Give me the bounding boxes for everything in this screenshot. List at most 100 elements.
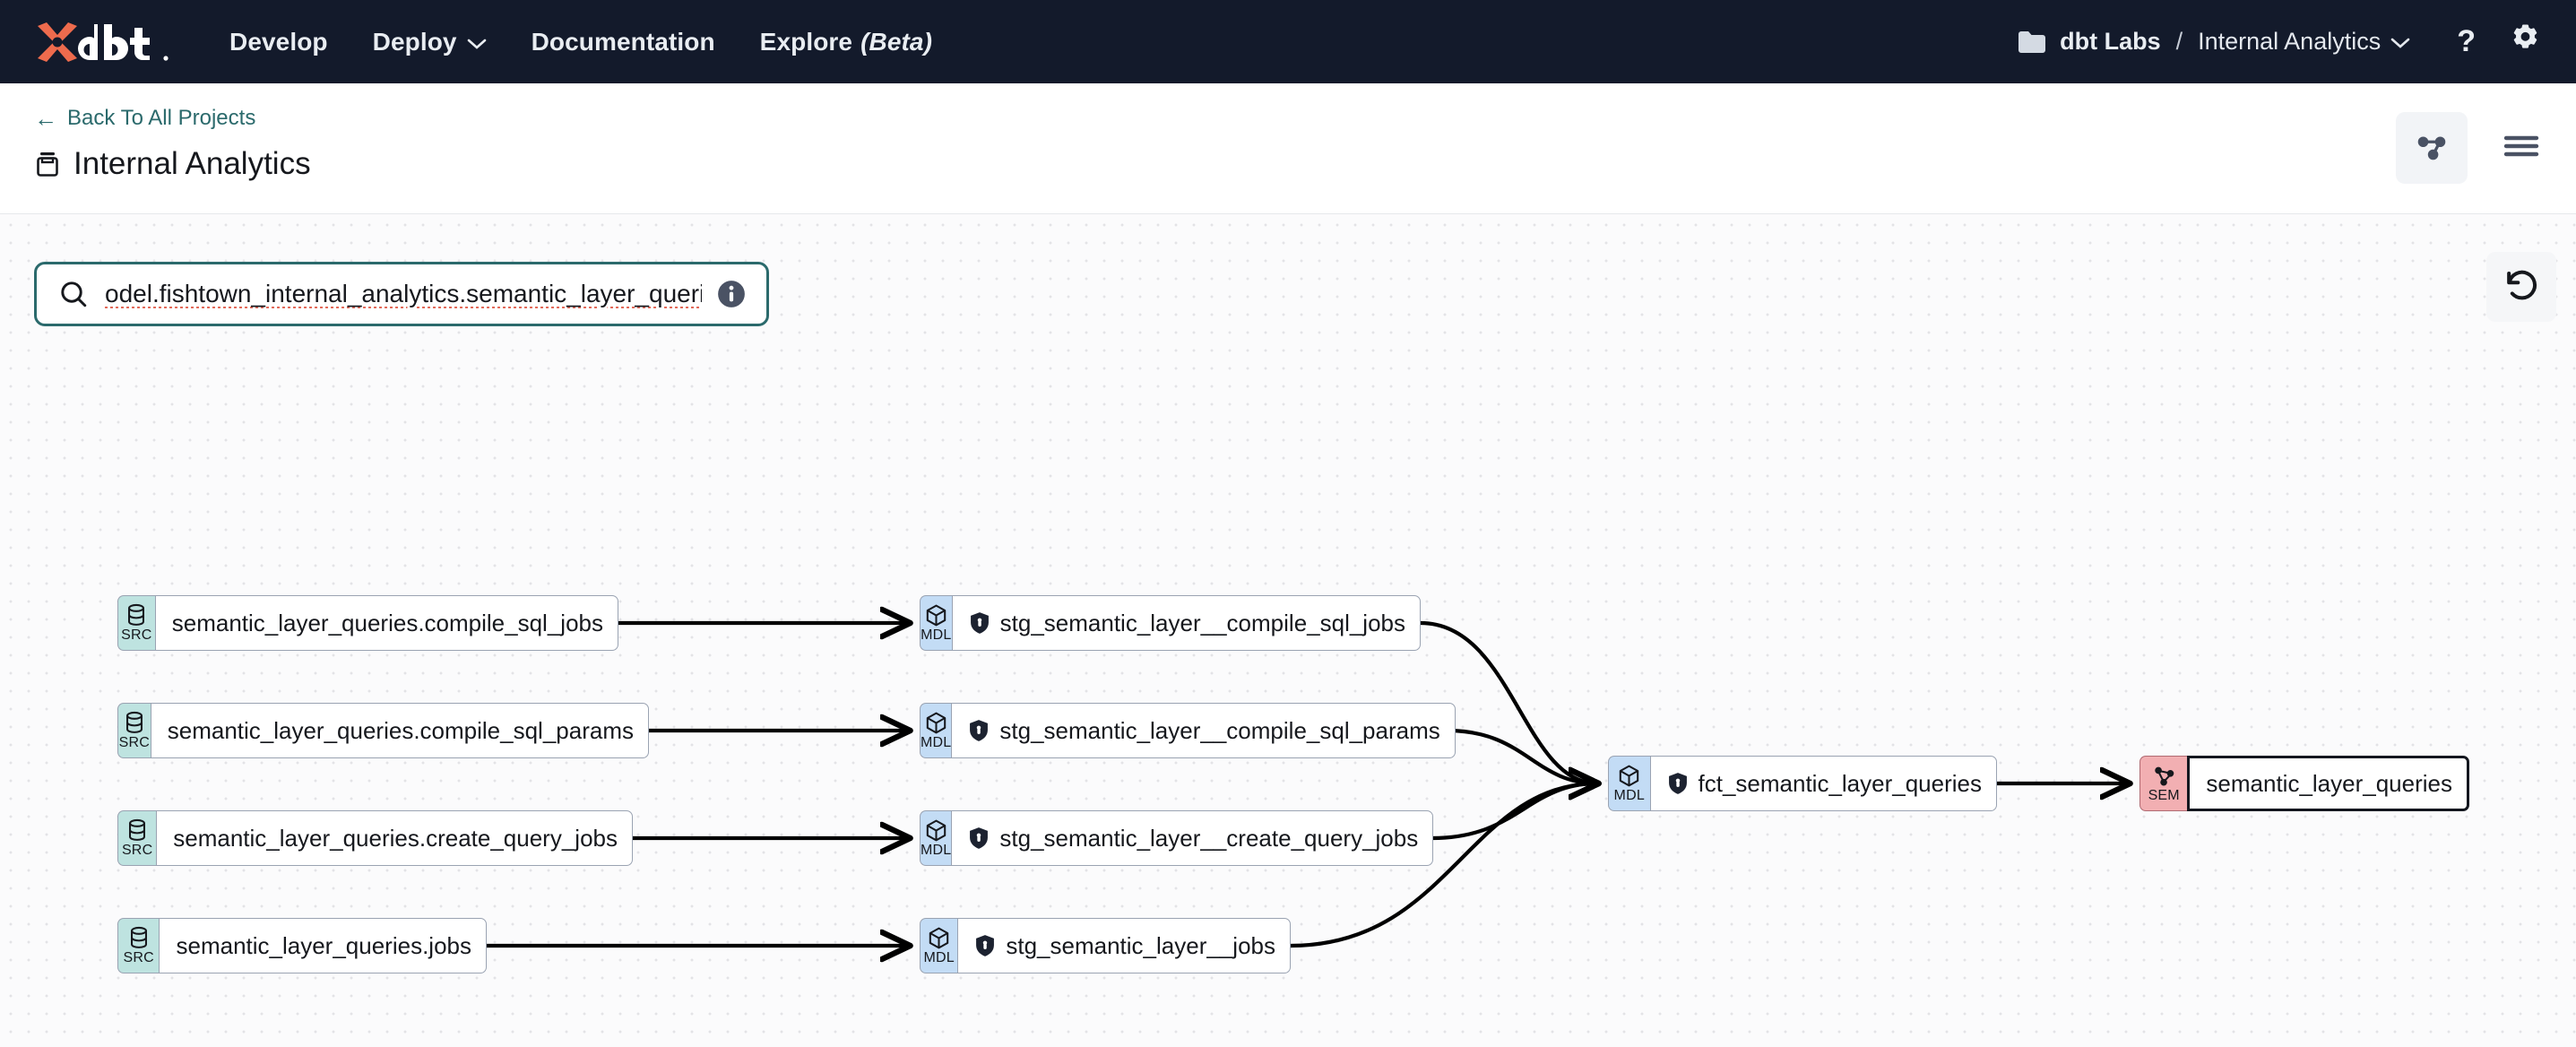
graph-node-src3[interactable]: SRC semantic_layer_queries.create_query_… — [117, 810, 633, 866]
node-body[interactable]: semantic_layer_queries — [2187, 756, 2469, 811]
database-cylinder-icon — [123, 711, 146, 735]
nav-link-deploy[interactable]: Deploy — [373, 28, 487, 56]
graph-node-sem[interactable]: SEM semantic_layer_queries — [2139, 756, 2469, 811]
cube-icon — [927, 927, 951, 950]
node-type-badge-mdl: MDL — [1608, 756, 1650, 811]
shield-lock-icon — [974, 934, 996, 957]
page-title-label: Internal Analytics — [73, 146, 311, 181]
nav-link-deploy-label: Deploy — [372, 27, 457, 56]
account-breadcrumb[interactable]: dbt Labs / Internal Analytics — [2018, 28, 2410, 56]
graph-node-mdl1[interactable]: MDL stg_semantic_layer__compile_sql_jobs — [920, 595, 1421, 651]
node-type-badge-sem: SEM — [2139, 756, 2188, 811]
cube-icon — [924, 712, 948, 735]
node-type-label: SRC — [123, 949, 154, 965]
shield-lock-icon — [1667, 772, 1689, 795]
question-mark-icon: ? — [2457, 24, 2476, 58]
back-to-all-projects-label: Back To All Projects — [67, 106, 256, 130]
reset-rotate-left-icon — [2503, 266, 2540, 308]
search-icon — [58, 279, 89, 309]
org-name: dbt Labs — [2060, 28, 2161, 55]
graph-node-mdl2[interactable]: MDL stg_semantic_layer__compile_sql_para… — [920, 703, 1456, 758]
node-type-badge-mdl: MDL — [920, 810, 952, 866]
graph-node-src2[interactable]: SRC semantic_layer_queries.compile_sql_p… — [117, 703, 649, 758]
page-title: Internal Analytics — [34, 146, 311, 182]
node-label: stg_semantic_layer__jobs — [1006, 931, 1275, 959]
breadcrumb-separator: / — [2175, 28, 2183, 55]
project-selector-label: Internal Analytics — [2198, 28, 2382, 55]
node-type-badge-mdl: MDL — [920, 595, 952, 651]
database-cylinder-icon — [125, 818, 149, 843]
node-type-label: MDL — [921, 734, 952, 750]
arrow-left-icon: ← — [34, 105, 57, 132]
graph-node-src1[interactable]: SRC semantic_layer_queries.compile_sql_j… — [117, 595, 618, 651]
node-type-label: MDL — [921, 842, 952, 858]
node-body[interactable]: semantic_layer_queries.compile_sql_jobs — [154, 595, 618, 651]
node-body[interactable]: fct_semantic_layer_queries — [1649, 756, 1997, 811]
search-input[interactable]: odel.fishtown_internal_analytics.semanti… — [34, 262, 769, 326]
node-type-label: SRC — [121, 627, 152, 643]
node-type-label: MDL — [1613, 787, 1645, 803]
top-navigation-bar: Develop Deploy Documentation Explore (Be… — [0, 0, 2576, 83]
nav-link-documentation[interactable]: Documentation — [532, 28, 715, 56]
cube-icon — [924, 819, 948, 843]
node-type-label: SRC — [118, 734, 151, 750]
nav-link-develop-label: Develop — [229, 27, 328, 56]
cube-icon — [1617, 765, 1641, 788]
node-label: semantic_layer_queries — [2206, 769, 2452, 797]
project-icon — [34, 150, 61, 178]
graph-node-src4[interactable]: SRC semantic_layer_queries.jobs — [117, 918, 487, 973]
database-cylinder-icon — [127, 926, 151, 950]
settings-button[interactable] — [2508, 22, 2542, 61]
graph-edge-mdl4-to-fct — [1290, 783, 1597, 948]
project-selector[interactable]: Internal Analytics — [2198, 28, 2410, 56]
node-body[interactable]: semantic_layer_queries.create_query_jobs — [156, 810, 633, 866]
node-label: semantic_layer_queries.create_query_jobs — [173, 824, 618, 852]
back-to-all-projects-link[interactable]: ← Back To All Projects — [34, 106, 255, 131]
cube-icon — [924, 604, 948, 627]
nav-link-explore-beta-tag: (Beta) — [860, 27, 933, 56]
graph-node-fct[interactable]: MDL fct_semantic_layer_queries — [1608, 756, 1997, 811]
node-type-badge-src: SRC — [117, 918, 160, 973]
node-type-label: SRC — [121, 842, 153, 858]
info-circle-icon[interactable] — [716, 279, 747, 309]
nav-link-develop[interactable]: Develop — [229, 28, 328, 56]
chevron-down-icon — [467, 28, 487, 56]
chevron-down-icon — [2390, 28, 2410, 56]
node-label: semantic_layer_queries.compile_sql_jobs — [171, 609, 603, 636]
node-type-badge-src: SRC — [117, 703, 151, 758]
node-body[interactable]: semantic_layer_queries.jobs — [159, 918, 487, 973]
node-body[interactable]: stg_semantic_layer__create_query_jobs — [951, 810, 1434, 866]
graph-node-mdl4[interactable]: MDL stg_semantic_layer__jobs — [920, 918, 1291, 973]
search-input-value[interactable]: odel.fishtown_internal_analytics.semanti… — [105, 280, 702, 307]
node-label: stg_semantic_layer__compile_sql_params — [999, 716, 1440, 744]
node-body[interactable]: stg_semantic_layer__compile_sql_jobs — [951, 595, 1421, 651]
nav-link-documentation-label: Documentation — [531, 27, 715, 56]
node-label: stg_semantic_layer__compile_sql_jobs — [999, 609, 1405, 636]
node-type-badge-mdl: MDL — [920, 918, 958, 973]
semantic-network-icon — [2152, 765, 2176, 788]
menu-button[interactable] — [2490, 112, 2553, 184]
node-type-label: MDL — [923, 949, 955, 965]
node-body[interactable]: semantic_layer_queries.compile_sql_param… — [150, 703, 649, 758]
node-type-label: MDL — [921, 627, 952, 643]
gear-icon — [2508, 22, 2542, 61]
node-body[interactable]: stg_semantic_layer__compile_sql_params — [951, 703, 1456, 758]
node-body[interactable]: stg_semantic_layer__jobs — [957, 918, 1291, 973]
nav-link-explore[interactable]: Explore (Beta) — [760, 28, 932, 56]
node-label: semantic_layer_queries.compile_sql_param… — [167, 716, 634, 744]
node-type-badge-mdl: MDL — [920, 703, 952, 758]
lineage-view-button[interactable] — [2396, 112, 2468, 184]
hamburger-menu-icon — [2503, 132, 2540, 165]
sub-header: ← Back To All Projects Internal Analytic… — [0, 83, 2576, 214]
reset-graph-button[interactable] — [2486, 252, 2556, 322]
node-label: semantic_layer_queries.jobs — [176, 931, 471, 959]
help-button[interactable]: ? — [2457, 24, 2476, 59]
node-label: fct_semantic_layer_queries — [1698, 769, 1983, 797]
node-type-badge-src: SRC — [117, 595, 155, 651]
shield-lock-icon — [968, 719, 990, 742]
graph-node-mdl3[interactable]: MDL stg_semantic_layer__create_query_job… — [920, 810, 1434, 866]
dbt-logo-icon[interactable] — [34, 19, 177, 65]
shield-lock-icon — [969, 611, 990, 635]
share-nodes-icon — [2415, 129, 2449, 168]
